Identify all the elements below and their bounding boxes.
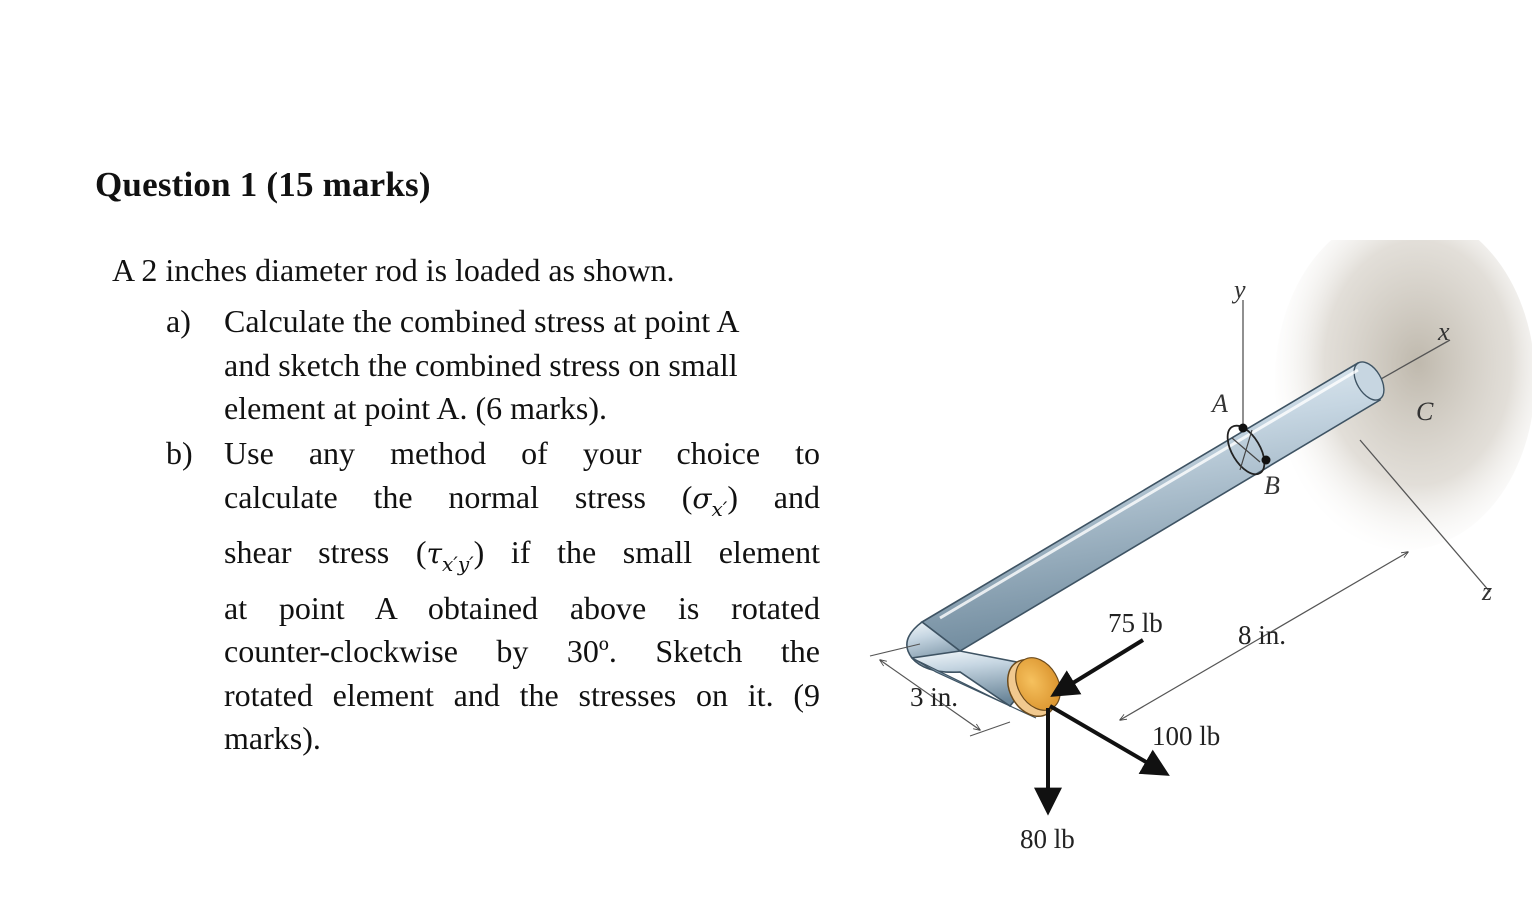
dim-3-extension (869, 643, 921, 657)
part-a: a) Calculate the combined stress at poin… (166, 300, 820, 435)
question-heading: Question 1 (15 marks) (95, 165, 431, 204)
point-a-dot (1238, 423, 1248, 433)
force-100-arrow (1048, 704, 1170, 776)
part-a-line: element at point A. (6 marks). (224, 390, 608, 426)
dim-8-label: 8 in. (1238, 620, 1286, 650)
dim-3-label: 3 in. (910, 682, 958, 712)
load-100-label: 100 lb (1152, 721, 1220, 751)
part-b-text-segment: ) and (727, 478, 821, 515)
sigma-symbol: σ (692, 481, 712, 515)
part-b: b) Use any method of your choice to calc… (166, 432, 820, 756)
tau-subscript: x′y′ (442, 552, 474, 576)
axis-x-label: x (1437, 317, 1450, 346)
part-b-line: marks). (224, 720, 321, 756)
part-b-line: calculate the normal stress (σx′) and (224, 476, 820, 532)
part-a-line: and sketch the combined stress on small (224, 346, 738, 383)
wall-shading (1275, 240, 1532, 550)
part-a-line: Calculate the combined stress at point A (224, 303, 740, 339)
axis-z-label: z (1481, 577, 1492, 606)
part-b-text-segment: ) if the small element (473, 534, 821, 570)
part-a-text: Calculate the combined stress at point A… (224, 300, 820, 431)
part-b-line: counter-clockwise by 30º. Sketch the (224, 633, 820, 669)
part-b-text: Use any method of your choice to calcula… (224, 432, 820, 761)
sigma-subscript: x′ (711, 496, 728, 521)
point-c-label: C (1416, 397, 1434, 426)
question-intro: A 2 inches diameter rod is loaded as sho… (112, 252, 675, 288)
part-b-line: Use any method of your choice to (224, 435, 820, 471)
rod-end-face (1015, 657, 1061, 711)
dim-3-extension (969, 721, 1011, 737)
dim-8-line (1120, 552, 1408, 720)
axis-y-label: y (1231, 275, 1246, 304)
section-line (1239, 429, 1253, 471)
rod-figure: y x z A B C 75 lb 100 lb 80 lb 8 in. 3 i… (860, 240, 1532, 923)
load-75-label: 75 lb (1108, 608, 1163, 638)
rod-diagram: y x z A B C 75 lb 100 lb 80 lb 8 in. 3 i… (869, 240, 1532, 854)
part-b-marker: b) (166, 435, 193, 471)
force-75-arrow (1050, 638, 1145, 697)
part-b-line: shear stress (τx′y′) if the small elemen… (224, 531, 820, 587)
section-ellipse (1226, 424, 1266, 476)
part-b-text-segment: shear stress ( (224, 534, 427, 570)
point-b-label: B (1264, 471, 1280, 500)
dim-3-line (880, 660, 980, 730)
rod-highlight (939, 368, 1359, 620)
part-b-line: at point A obtained above is rotated (224, 589, 820, 626)
part-a-marker: a) (166, 303, 191, 339)
rod-support-end (1353, 361, 1385, 401)
point-a-label: A (1210, 389, 1228, 418)
load-80-label: 80 lb (1020, 824, 1075, 854)
part-b-line: rotated element and the stresses on it. … (224, 676, 820, 713)
part-b-text-segment: calculate the normal stress ( (224, 478, 693, 515)
z-axis-line (1359, 439, 1491, 593)
tau-symbol: τ (426, 537, 443, 570)
point-b-dot (1261, 455, 1271, 465)
